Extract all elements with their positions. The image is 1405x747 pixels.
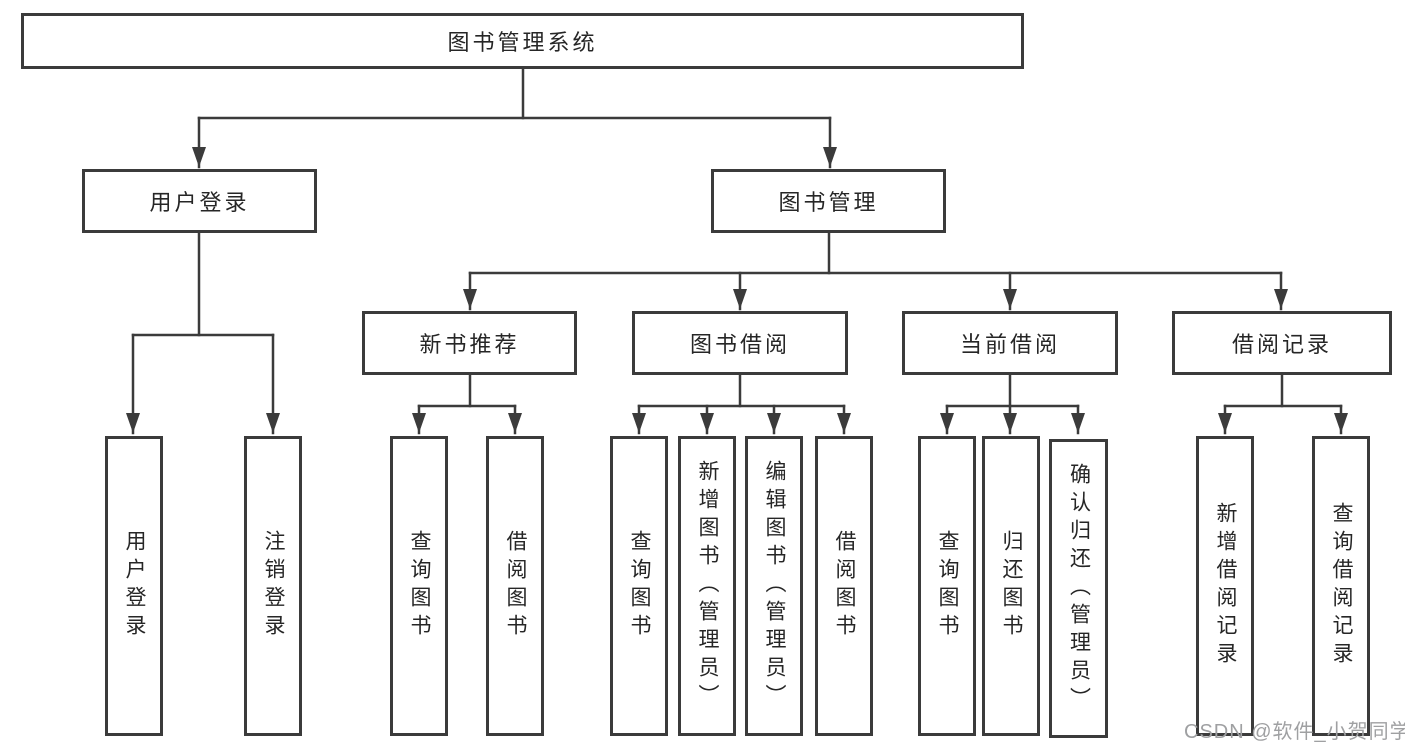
leaf-return-books: 归还图书 — [982, 436, 1040, 736]
csdn-watermark: CSDN @软件_小贺同学 — [1184, 721, 1405, 743]
leaf-add-book-admin: 新增图书（管理员） — [678, 436, 736, 736]
leaf-confirm-return-admin: 确认归还（管理员） — [1049, 439, 1108, 738]
connector-new-book-branch — [412, 373, 522, 435]
node-user-login: 用户登录 — [82, 169, 317, 233]
connector-book-borrowing-branch — [632, 373, 851, 435]
connector-book-management-branch — [463, 231, 1288, 311]
leaf-borrow-books-borrowing: 借阅图书 — [815, 436, 873, 736]
leaf-borrow-books-recommend: 借阅图书 — [486, 436, 544, 736]
connector-root-to-level2 — [192, 67, 837, 169]
node-borrowing-records: 借阅记录 — [1172, 311, 1392, 375]
leaf-query-borrow-record: 查询借阅记录 — [1312, 436, 1370, 736]
leaf-logout: 注销登录 — [244, 436, 302, 736]
leaf-query-books-current: 查询图书 — [918, 436, 976, 736]
node-root: 图书管理系统 — [21, 13, 1024, 69]
leaf-query-books-recommend: 查询图书 — [390, 436, 448, 736]
leaf-add-borrow-record: 新增借阅记录 — [1196, 436, 1254, 736]
connector-user-login-branch — [126, 231, 280, 435]
node-book-borrowing: 图书借阅 — [632, 311, 848, 375]
leaf-edit-book-admin: 编辑图书（管理员） — [745, 436, 803, 736]
leaf-query-books-borrowing: 查询图书 — [610, 436, 668, 736]
node-book-management: 图书管理 — [711, 169, 946, 233]
node-current-borrowing: 当前借阅 — [902, 311, 1118, 375]
node-new-book-recommendation: 新书推荐 — [362, 311, 577, 375]
connector-current-borrowing-branch — [940, 373, 1085, 435]
connector-borrowing-records-branch — [1218, 373, 1348, 435]
leaf-user-login: 用户登录 — [105, 436, 163, 736]
